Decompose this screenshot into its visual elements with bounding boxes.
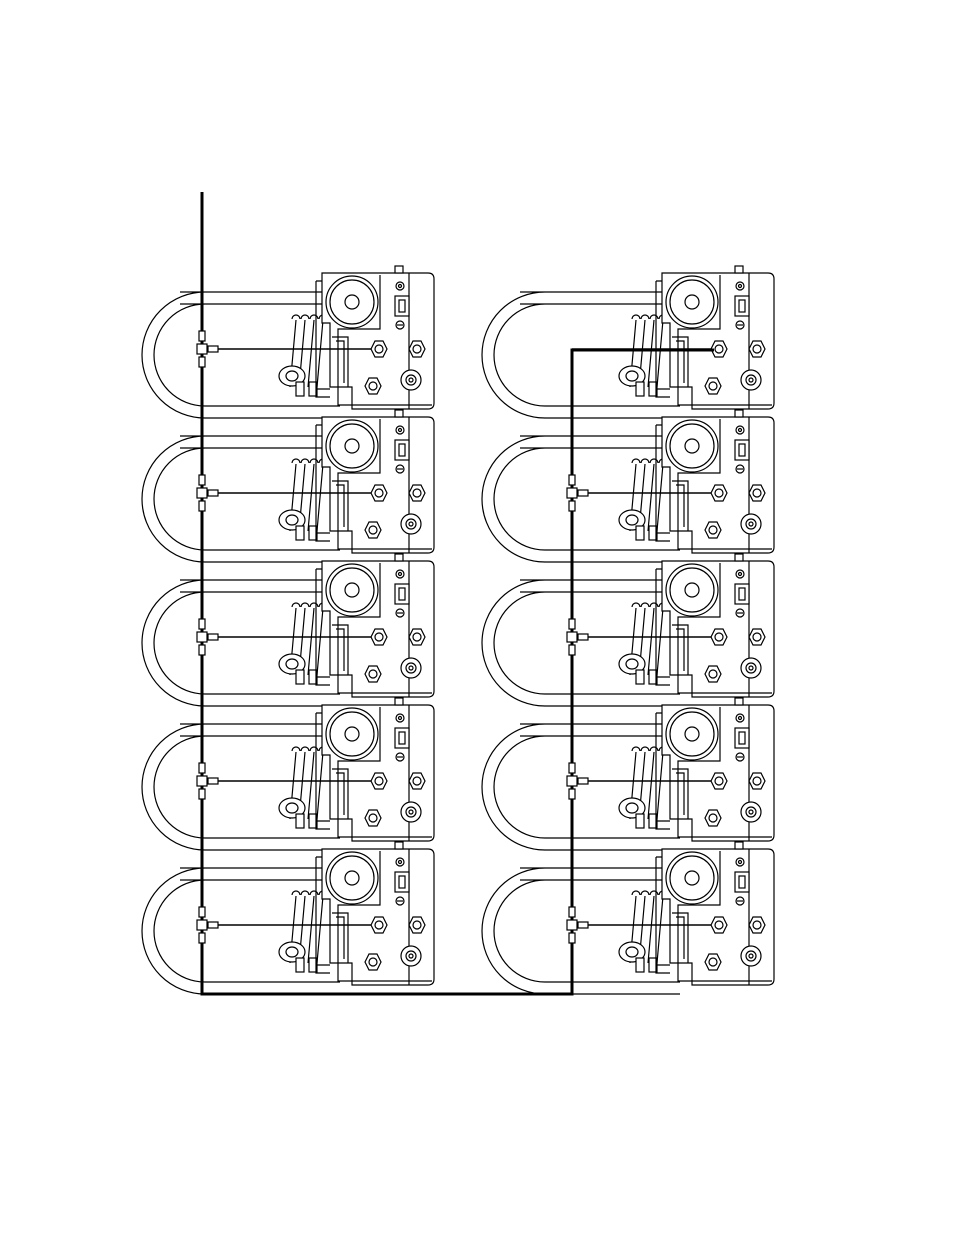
- tee-fitting-right-2: [567, 475, 588, 511]
- pump-unit-right-5: [482, 842, 774, 994]
- pump-unit-right-4: [482, 698, 774, 850]
- pump-unit-right-3: [482, 554, 774, 706]
- pump-unit-left-3: [142, 554, 434, 706]
- pump-unit-right-2: [482, 410, 774, 562]
- bus-wiring: [202, 192, 714, 994]
- pump-unit-left-2: [142, 410, 434, 562]
- tee-fitting-left-5: [197, 907, 218, 943]
- pump-unit-left-1: [142, 266, 434, 418]
- tee-fitting-left-1: [197, 331, 218, 367]
- tee-fitting-left-4: [197, 763, 218, 799]
- pump-unit-left-5: [142, 842, 434, 994]
- tee-fitting-right-5: [567, 907, 588, 943]
- pump-unit-right-1: [482, 266, 774, 418]
- tee-fitting-right-3: [567, 619, 588, 655]
- tee-fitting-left-3: [197, 619, 218, 655]
- pump-unit-left-4: [142, 698, 434, 850]
- tee-fitting-right-4: [567, 763, 588, 799]
- tee-fitting-left-2: [197, 475, 218, 511]
